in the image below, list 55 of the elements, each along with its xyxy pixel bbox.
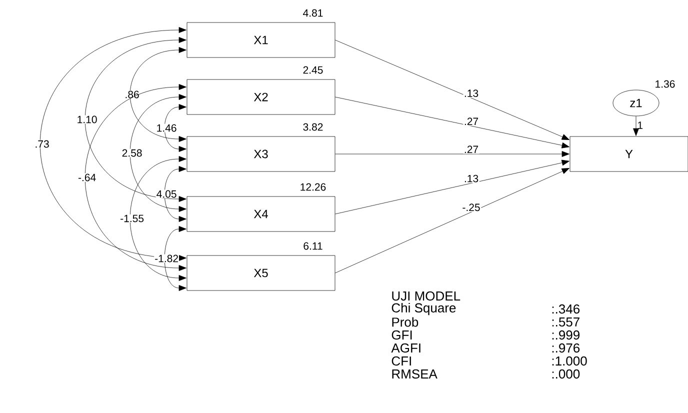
statistic-value: :.557 — [552, 317, 580, 327]
edge-label: 1 — [638, 122, 643, 129]
path-arrow — [335, 40, 570, 140]
covariance-arc — [40, 27, 186, 261]
covariance-arc — [130, 94, 186, 212]
covariance-arc — [164, 166, 186, 222]
covariance-arc — [164, 226, 186, 291]
edge-label: 1.46 — [156, 124, 178, 132]
variable-box: X4 — [186, 196, 336, 232]
edge-label: .13 — [463, 88, 480, 98]
statistic-value: :1.000 — [552, 356, 587, 366]
statistic-value: :.999 — [552, 330, 580, 340]
variance-label: 6.11 — [304, 242, 322, 250]
statistic-value: :.976 — [552, 343, 580, 353]
variance-label: 2.45 — [303, 66, 323, 74]
edge-label: .27 — [463, 116, 480, 126]
statistic-name: GFI — [392, 330, 412, 340]
covariance-arc — [84, 37, 186, 202]
statistic-name: Chi Square — [392, 302, 456, 316]
edge-label: -1.55 — [120, 214, 145, 223]
path-arrow — [335, 96, 570, 148]
edge-label: .13 — [463, 174, 480, 184]
covariance-arc — [164, 104, 186, 152]
variable-box: X5 — [186, 255, 336, 291]
variance-label: 4.81 — [303, 9, 323, 17]
statistic-value: :.346 — [552, 304, 580, 314]
table-heading: UJI MODEL — [392, 291, 460, 301]
path-arrow — [335, 151, 570, 157]
covariance-arc — [84, 84, 186, 271]
statistic-name: RMSEA — [392, 369, 438, 379]
statistic-name: AGFI — [391, 343, 420, 353]
variance-label: 1.36 — [656, 80, 675, 88]
edge-label: -1.82 — [154, 254, 180, 263]
covariance-arc — [130, 47, 186, 142]
path-arrow — [633, 116, 639, 136]
edge-label: 2.58 — [121, 148, 143, 158]
covariance-arc — [130, 156, 186, 281]
variable-box: Y — [570, 136, 688, 172]
variable-box: X1 — [186, 22, 336, 58]
variance-label: 3.82 — [303, 123, 323, 131]
edge-label: 4.05 — [156, 190, 178, 198]
edge-label: .86 — [124, 90, 140, 99]
path-arrow — [335, 160, 570, 214]
statistic-name: CFI — [392, 356, 411, 366]
statistic-name: Prob — [392, 317, 418, 327]
variable-box: X3 — [186, 136, 336, 172]
path-arrow — [335, 168, 570, 274]
edge-label: .73 — [34, 140, 50, 148]
edge-label: -.25 — [461, 202, 482, 212]
edge-label: 1.10 — [76, 115, 98, 124]
statistic-value: :.000 — [552, 369, 580, 379]
edge-label: .27 — [463, 144, 480, 154]
variable-box: X2 — [186, 79, 336, 115]
edge-label: -.64 — [78, 173, 97, 182]
variance-label: 12.26 — [300, 183, 326, 191]
